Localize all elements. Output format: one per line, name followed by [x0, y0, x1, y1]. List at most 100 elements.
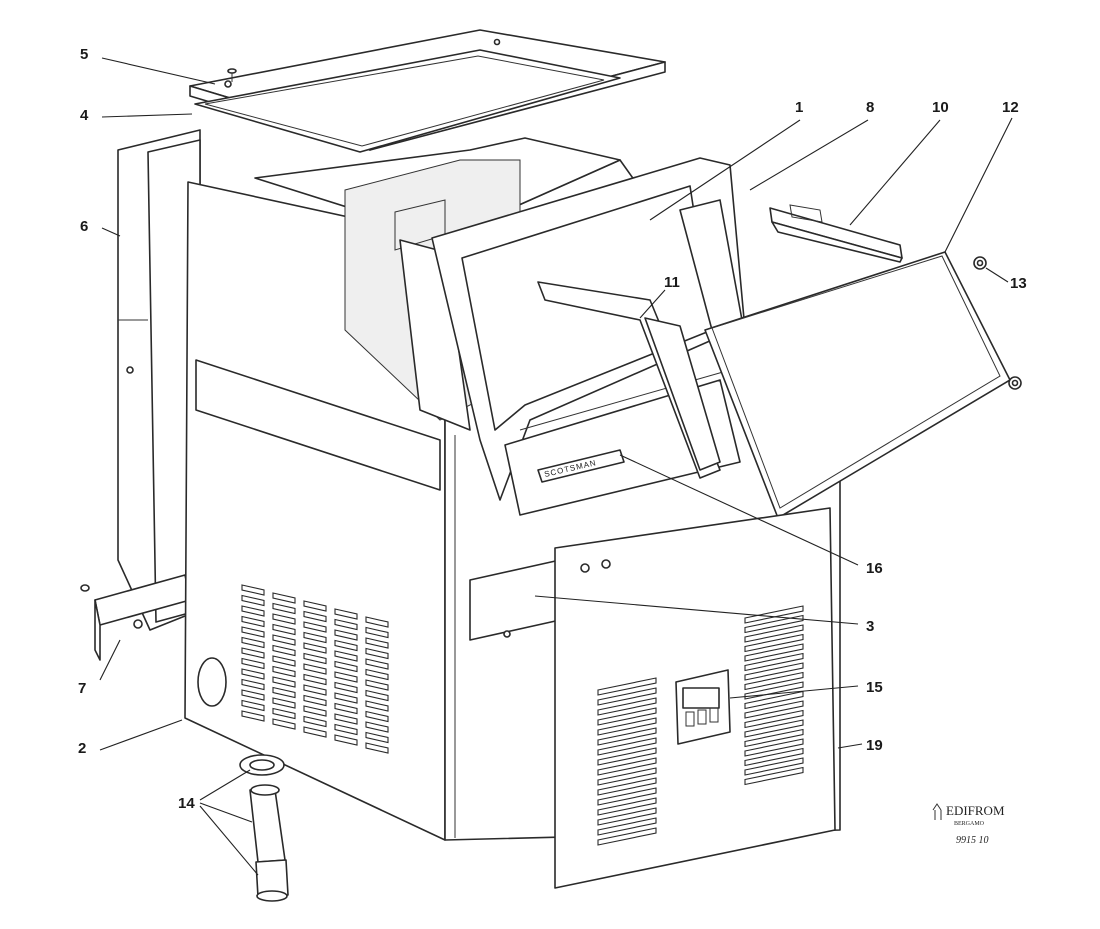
publisher-logo: [932, 803, 942, 820]
vent-slot: [303, 705, 327, 717]
vent-slot: [597, 827, 657, 846]
callout-19: 19: [866, 737, 883, 754]
vent-slot: [597, 747, 657, 766]
vent-slot: [241, 594, 265, 607]
leader-19: [837, 743, 863, 749]
vent-slot: [241, 699, 265, 712]
vent-slot: [744, 757, 804, 776]
vent-slot: [334, 671, 358, 683]
callout-labels: 1 2 3 4 5 6 7 8 10 11 12 13 14 15 16 19: [78, 46, 1027, 812]
vent-slot: [597, 697, 657, 716]
vent-slot: [272, 644, 296, 657]
vent-slot: [303, 631, 327, 644]
vent-slot: [597, 727, 657, 746]
vent-slot: [744, 633, 804, 653]
vent-slot: [597, 777, 657, 796]
vent-slot: [334, 681, 358, 694]
vent-slot: [272, 592, 296, 604]
vent-slot: [334, 629, 358, 641]
leader-16: [619, 454, 859, 566]
vent-slot: [365, 742, 389, 754]
vent-slot: [303, 684, 327, 696]
callout-12: 12: [1002, 99, 1019, 116]
vent-slot: [241, 636, 265, 649]
vent-slot: [334, 692, 358, 704]
vent-slot: [334, 723, 358, 736]
vent-slot: [241, 584, 265, 596]
vent-slot: [303, 663, 327, 675]
deflector: [769, 204, 903, 263]
vent-slot: [744, 652, 804, 672]
leader-5: [101, 57, 216, 85]
vent-slot: [365, 679, 389, 691]
vent-slot: [303, 610, 327, 623]
vent-slot: [272, 623, 296, 636]
leader-2: [99, 719, 183, 751]
vent-slot: [303, 715, 327, 728]
vent-slot: [334, 713, 358, 725]
vent-slot: [744, 709, 804, 729]
vent-slot: [365, 731, 389, 744]
callout-4: 4: [80, 107, 89, 124]
callout-15: 15: [866, 679, 883, 696]
vent-slot: [597, 787, 657, 806]
vent-slot: [334, 734, 358, 746]
vent-slot: [241, 626, 265, 638]
control-panel: [675, 669, 731, 745]
vent-slot: [303, 621, 327, 633]
vent-slot: [597, 717, 657, 736]
vent-slot: [744, 605, 804, 624]
vent-slot: [241, 605, 265, 617]
vent-slot: [365, 637, 389, 649]
leader-15: [729, 685, 859, 699]
lid-screw: [227, 68, 237, 82]
vent-slot: [241, 710, 265, 722]
vent-slot: [334, 639, 358, 652]
vent-slot: [241, 657, 265, 670]
vent-slot: [334, 618, 358, 631]
leader-7: [99, 639, 121, 681]
leader-10: [849, 119, 941, 226]
callout-7: 7: [78, 680, 86, 697]
vent-slot: [272, 686, 296, 699]
vent-slot: [744, 728, 804, 748]
vent-slot: [597, 707, 657, 726]
publisher-code: 9915 10: [956, 835, 989, 846]
vent-slot: [365, 647, 389, 660]
vent-slot: [334, 608, 358, 620]
callout-1: 1: [795, 99, 803, 116]
vent-slot: [272, 665, 296, 678]
vent-slot: [365, 668, 389, 681]
front-vent-grille-left: [597, 677, 657, 846]
lid-gasket: [194, 49, 621, 153]
vent-slot: [334, 660, 358, 673]
leader-14-b: [199, 802, 253, 823]
vent-slot: [744, 690, 804, 710]
vent-slot: [744, 614, 804, 634]
vent-slot: [303, 726, 327, 738]
vent-slot: [744, 766, 804, 786]
vent-slot: [272, 655, 296, 667]
vent-slot: [744, 747, 804, 767]
callout-6: 6: [80, 218, 88, 235]
front-vent-grille-right: [744, 605, 804, 786]
vent-slot: [597, 767, 657, 786]
leader-14-a: [199, 769, 251, 801]
callout-8: 8: [866, 99, 874, 116]
vent-slot: [334, 650, 358, 662]
leader-13: [985, 267, 1009, 283]
leader-12: [944, 117, 1013, 253]
leader-1: [649, 119, 801, 221]
vent-slot: [241, 668, 265, 680]
door-knob-bottom: [1008, 376, 1022, 390]
door-knob-top: [973, 256, 987, 270]
vent-slot: [272, 613, 296, 625]
vent-slot: [365, 616, 389, 628]
callout-3: 3: [866, 618, 874, 635]
callout-2: 2: [78, 740, 86, 757]
vent-slot: [597, 687, 657, 706]
adjustable-foot: [239, 754, 289, 902]
vent-slot: [272, 718, 296, 730]
vent-slot: [303, 673, 327, 686]
vent-slot: [597, 807, 657, 826]
